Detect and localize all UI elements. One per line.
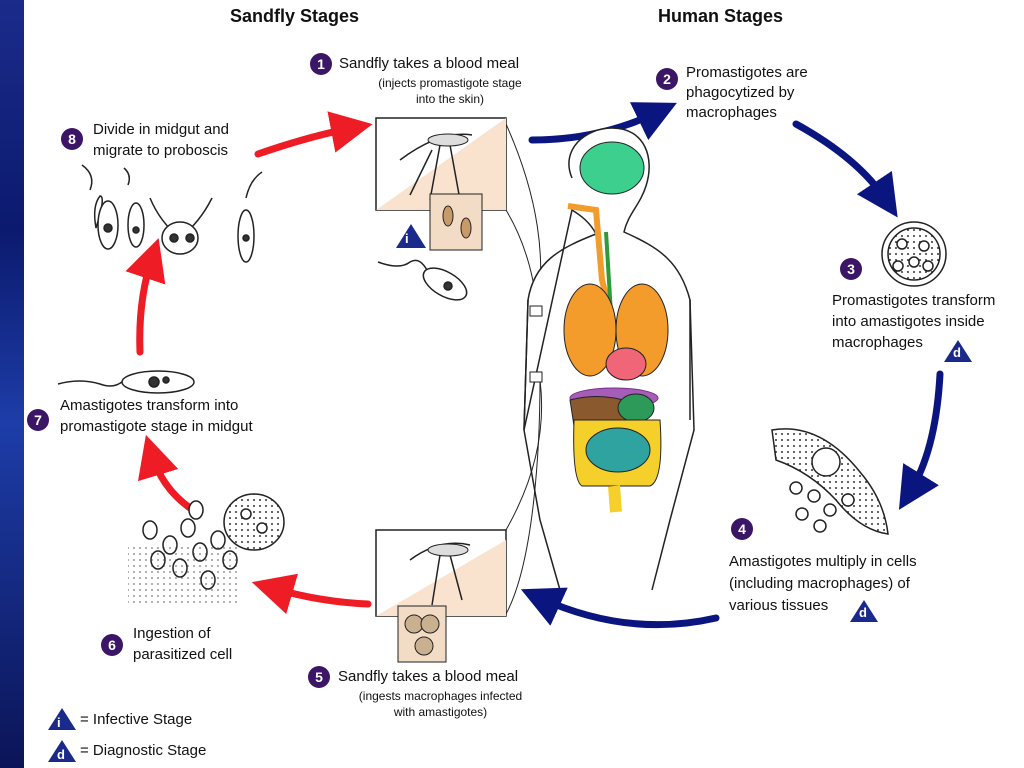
human-body-illustration (523, 127, 695, 591)
arrow-8-to-1 (254, 111, 373, 158)
step-2-label-line-1: Promastigotes are (686, 64, 808, 81)
step-1-detail-line-1: (injects promastigote stage (378, 76, 522, 90)
step-8-label-line-2: migrate to proboscis (93, 142, 229, 159)
step-4-label-line-1: Amastigotes multiply in cells (729, 553, 917, 570)
infected-macrophage (881, 221, 947, 287)
arrow-2-to-3 (792, 120, 898, 218)
step-7-label-line-1: Amastigotes transform into (60, 397, 239, 414)
step-3-label-line-3: macrophages (832, 334, 923, 351)
step-4-label-line-2: (including macrophages) of (729, 575, 910, 592)
slide-background (0, 0, 24, 768)
step-number-7: 7 (27, 409, 49, 431)
legend-diagnostic-triangle (48, 740, 76, 762)
step-1-label: Sandfly takes a blood meal (339, 55, 520, 72)
legend-infective-label: = Infective Stage (80, 711, 193, 728)
sandfly-stages-header: Sandfly Stages (230, 6, 360, 26)
step-8-label-line-1: Divide in midgut and (93, 121, 229, 138)
legend-infective-letter: i (57, 715, 61, 730)
injected-promastigote (377, 259, 468, 301)
step-number-4: 4 (731, 518, 753, 540)
legend-diagnostic-label: = Diagnostic Stage (80, 742, 207, 759)
diagnostic-marker-letter-4: d (859, 605, 867, 620)
step-number-5: 5 (308, 666, 330, 688)
transforming-promastigote (57, 370, 195, 394)
legend-diagnostic-letter: d (57, 747, 65, 762)
infective-marker-letter: i (405, 231, 409, 246)
human-stages-header: Human Stages (658, 6, 784, 26)
arrow-4-to-5 (520, 587, 720, 629)
sandfly-cycle-arrows (125, 111, 373, 615)
diagnostic-marker-triangle-4 (850, 600, 878, 622)
step-number-6: 6 (101, 634, 123, 656)
step-5-label: Sandfly takes a blood meal (338, 668, 519, 685)
dividing-promastigotes (81, 164, 263, 263)
arrow-3-to-4 (898, 370, 944, 510)
sandfly-feeding-inset-1 (375, 117, 507, 251)
sandfly-feeding-inset-5 (375, 529, 507, 663)
step-5-detail-line-1: (ingests macrophages infected (358, 689, 523, 703)
step-3-label-line-2: into amastigotes inside (832, 313, 985, 330)
step-number-2: 2 (656, 68, 678, 90)
arrow-6-to-7 (138, 434, 194, 512)
legend-infective-triangle (48, 708, 76, 730)
step-4-label-line-3: various tissues (729, 597, 829, 614)
step-5-detail-line-2: with amastigotes) (393, 705, 488, 719)
diagnostic-marker-triangle-3 (944, 340, 972, 362)
infective-marker-triangle (396, 224, 426, 248)
step-3-label-line-1: Promastigotes transform (832, 292, 996, 309)
human-cycle-arrows (520, 102, 944, 629)
tissue-amastigotes (771, 428, 889, 535)
step-6-label-line-1: Ingestion of (133, 625, 211, 642)
diagnostic-marker-letter-3: d (953, 345, 961, 360)
ingested-parasitized-cells (128, 493, 285, 606)
step-7-label-line-2: promastigote stage in midgut (60, 418, 253, 435)
step-1-detail-line-2: into the skin) (415, 92, 485, 106)
step-2-label-line-2: phagocytized by (686, 84, 795, 101)
step-number-1: 1 (310, 53, 332, 75)
stage-markers (48, 224, 972, 762)
arrow-5-to-6 (251, 573, 372, 615)
step-number-8: 8 (61, 128, 83, 150)
arrow-7-to-8 (125, 238, 166, 356)
step-6-label-line-2: parasitized cell (133, 646, 233, 663)
step-number-3: 3 (840, 258, 862, 280)
step-2-label-line-3: macrophages (686, 104, 777, 121)
